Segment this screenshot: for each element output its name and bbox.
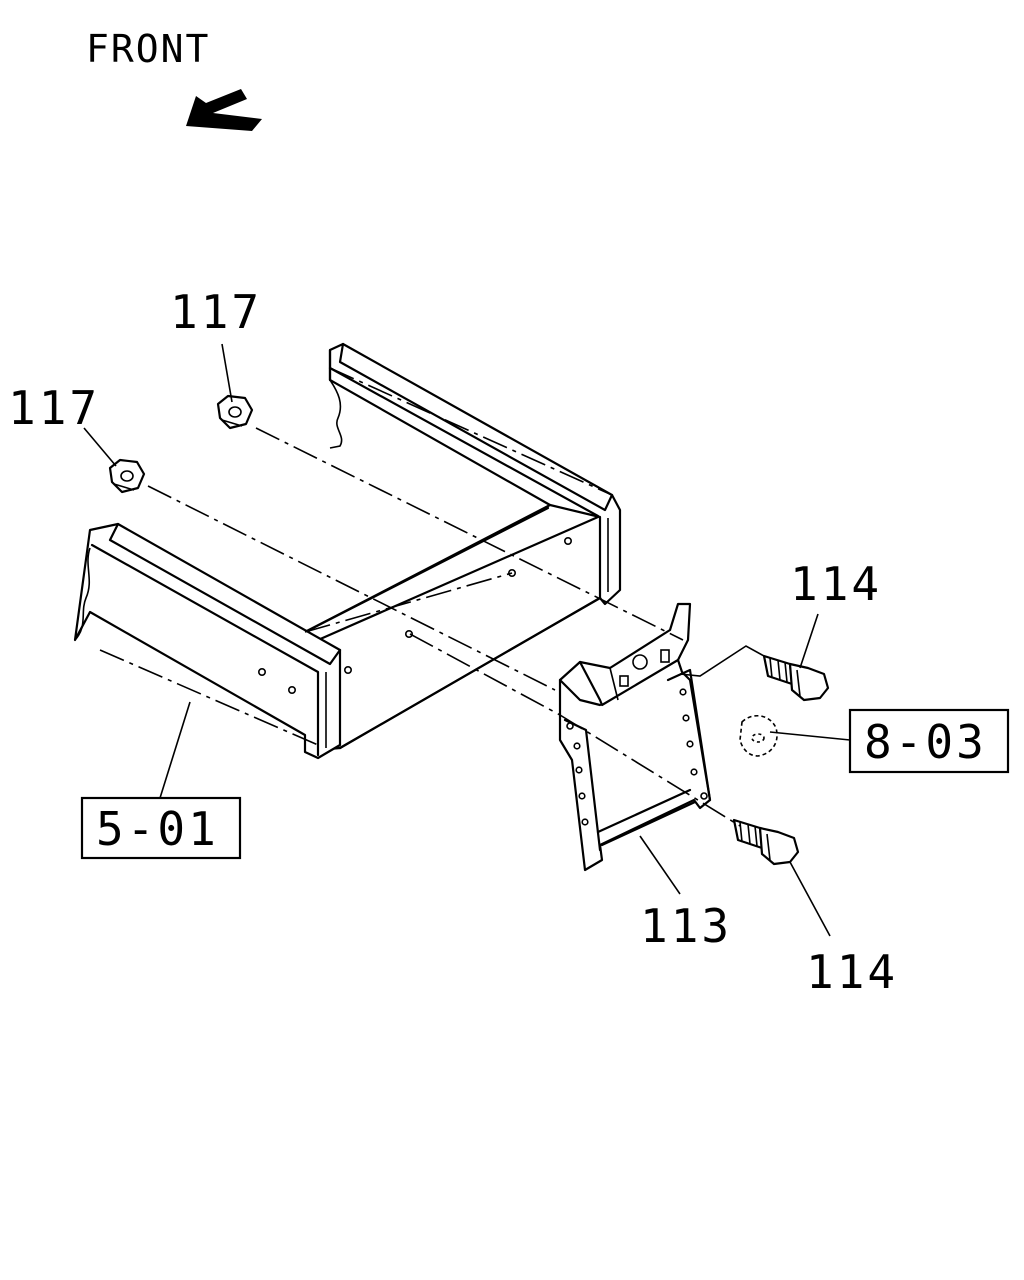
- callout-114-lower: 114: [806, 945, 898, 999]
- reference-5-01-label: 5-01: [96, 802, 219, 856]
- alignment-lines: [99, 367, 765, 827]
- reference-5-01[interactable]: 5-01: [80, 796, 242, 860]
- callout-117-upper: 117: [170, 285, 262, 339]
- callout-114-upper: 114: [790, 557, 882, 611]
- front-side-rail: [73, 522, 342, 760]
- cross-member: [303, 503, 602, 752]
- bracket-113: [558, 602, 712, 872]
- leader-lines: [83, 343, 851, 937]
- front-arrow-icon: [186, 89, 262, 131]
- bolt-114-upper: [762, 654, 830, 702]
- front-label: FRONT: [86, 27, 210, 71]
- nut-117-upper: [216, 394, 254, 430]
- callout-113: 113: [640, 899, 732, 953]
- reference-8-03[interactable]: 8-03: [848, 708, 1010, 774]
- reference-8-03-label: 8-03: [864, 715, 987, 769]
- bolt-114-lower: [732, 818, 800, 866]
- nut-117-left: [108, 458, 146, 494]
- callout-117-left: 117: [8, 381, 100, 435]
- grommet: [739, 715, 778, 757]
